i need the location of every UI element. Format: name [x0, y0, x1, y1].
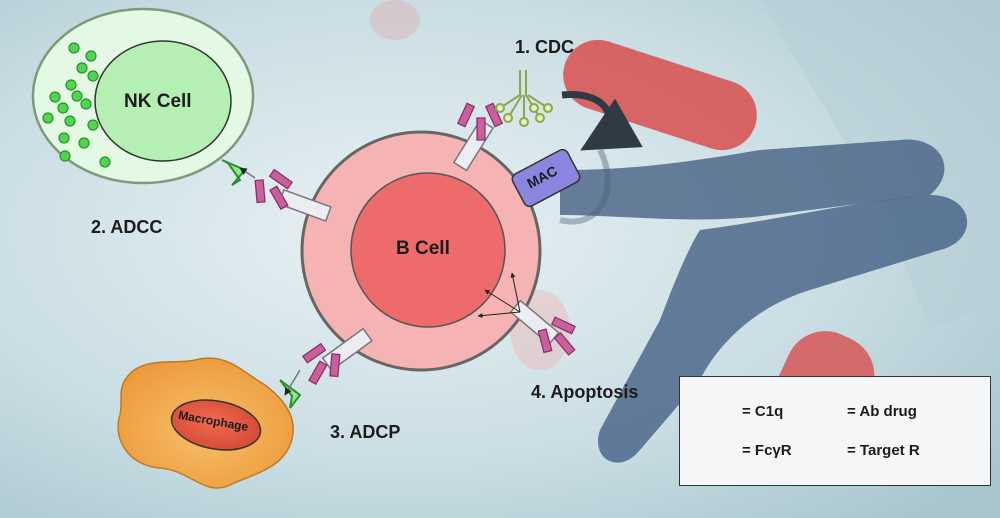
legend-box: = C1q = Ab drug = FcγR = Target R — [679, 376, 991, 486]
background-antibody-illustration — [559, 0, 1000, 479]
c1q-complex — [495, 70, 553, 127]
legend-ab-drug-label: = Ab drug — [847, 403, 917, 420]
legend-c1q-label: = C1q — [742, 403, 784, 420]
cdc-arrow — [561, 91, 643, 151]
apoptosis-arrows — [477, 272, 521, 319]
apoptosis-label: 4. Apoptosis — [531, 382, 639, 402]
adcc-arrow — [239, 167, 256, 179]
b-cell-label: B Cell — [396, 238, 450, 259]
macrophage-cell — [117, 357, 294, 489]
b-cell — [300, 130, 542, 372]
mac-complex — [511, 148, 581, 208]
adcc-label: 2. ADCC — [91, 217, 163, 237]
adcp-label: 3. ADCP — [330, 422, 401, 442]
background-blur-shape — [370, 0, 420, 40]
adcp-arrow — [284, 369, 301, 396]
ab-drugs — [254, 102, 576, 386]
cdc-label: 1. CDC — [515, 37, 575, 57]
legend-target-r-label: = Target R — [847, 442, 920, 459]
legend-fcgr-label: = FcγR — [742, 442, 792, 459]
nk-granules — [42, 42, 111, 168]
nk-cell — [31, 7, 255, 186]
nk-cell-label: NK Cell — [124, 91, 192, 112]
